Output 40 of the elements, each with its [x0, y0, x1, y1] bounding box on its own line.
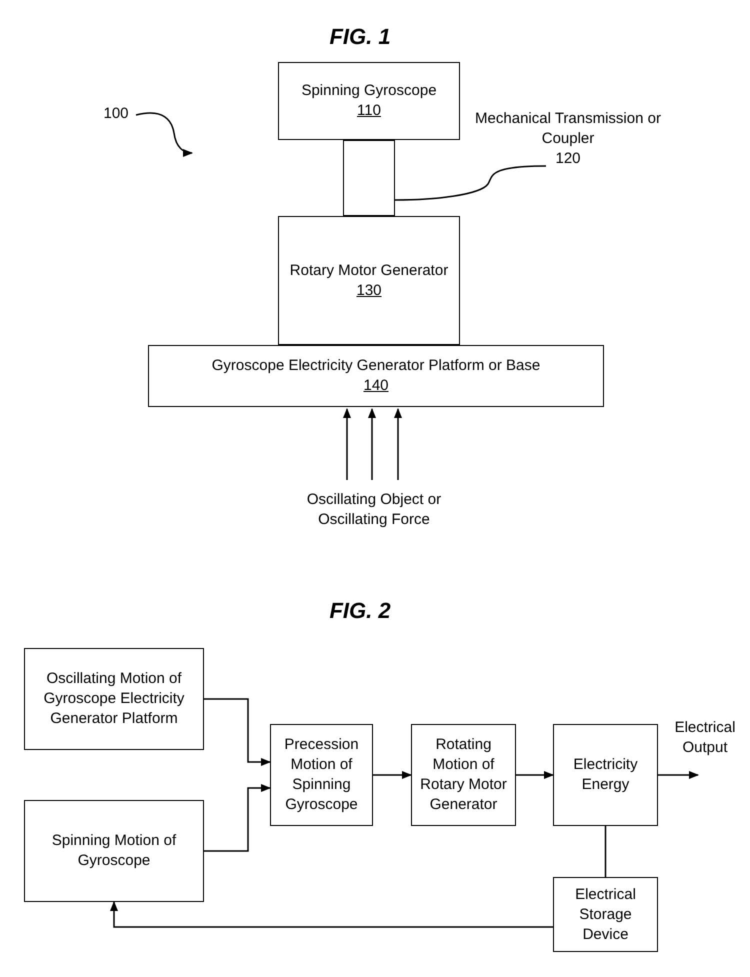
arrow [394, 408, 402, 480]
node-label: Oscillating Motion of Gyroscope Electricity Generator Platform [42, 669, 186, 729]
figure-title: FIG. 2 [328, 597, 392, 625]
node-label: 100 [103, 104, 129, 124]
process-box [411, 724, 516, 826]
motor-generator-box [278, 216, 460, 345]
node-label: Oscillating Object or Oscillating Force [306, 490, 442, 530]
arrow [343, 408, 351, 480]
figure-title: FIG. 1 [328, 23, 392, 51]
process-box [24, 648, 204, 750]
node-label: Rotating Motion of Rotary Motor Generator [419, 735, 508, 815]
node-label: Spinning Motion of Gyroscope [50, 831, 178, 871]
node-label: Mechanical Transmission or Coupler [474, 109, 662, 149]
process-box [553, 724, 658, 826]
reference-number: 130 [356, 280, 382, 300]
node-label: Precession Motion of Spinning Gyroscope [283, 735, 360, 815]
node-label: Electrical Storage Device [574, 884, 637, 944]
process-box [270, 724, 373, 826]
connector-line [604, 826, 606, 877]
leader-line [395, 165, 546, 201]
node-label: Rotary Motor Generator [290, 260, 448, 280]
arrow [136, 112, 193, 156]
node-label: Electricity Energy [572, 755, 639, 795]
arrow [373, 771, 412, 779]
coupler-shaft [343, 140, 395, 216]
reference-number: 120 [555, 149, 581, 169]
arrow [368, 408, 376, 480]
platform-box [148, 345, 604, 407]
reference-number: 140 [363, 376, 389, 396]
process-box [24, 800, 204, 902]
arrow [658, 771, 699, 779]
arrow [110, 901, 553, 928]
gyroscope-box [278, 62, 460, 140]
arrow [204, 784, 271, 852]
node-label: Spinning Gyroscope [301, 81, 437, 101]
node-label: Gyroscope Electricity Generator Platform or Base [212, 356, 540, 376]
arrow [204, 698, 271, 766]
arrow [516, 771, 554, 779]
reference-number: 110 [357, 101, 381, 121]
storage-box [553, 877, 658, 952]
